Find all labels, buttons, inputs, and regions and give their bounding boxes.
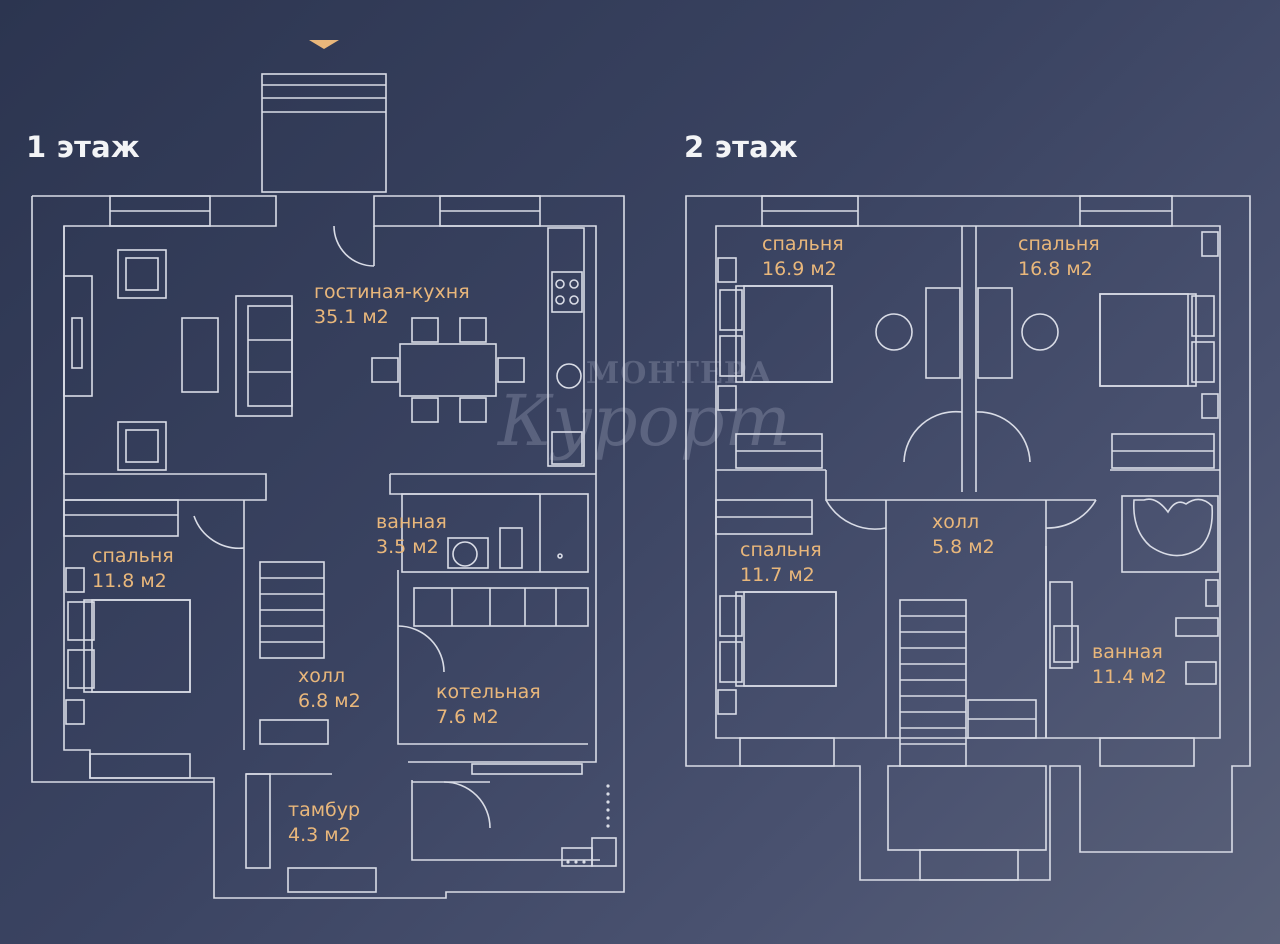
room-bathroom-2-label: ванная 11.4 м2 xyxy=(1092,640,1167,690)
room-name: гостиная-кухня xyxy=(314,281,470,303)
room-area: 6.8 м2 xyxy=(298,690,361,712)
room-area: 11.7 м2 xyxy=(740,564,815,586)
floor-1-title: 1 этаж xyxy=(26,130,140,164)
room-bedroom-2a-label: спальня 16.9 м2 xyxy=(762,232,844,282)
room-area: 7.6 м2 xyxy=(436,706,499,728)
room-name: ванная xyxy=(1092,641,1163,663)
room-bathroom-1-label: ванная 3.5 м2 xyxy=(376,510,447,560)
room-area: 35.1 м2 xyxy=(314,306,389,328)
floor-2-title: 2 этаж xyxy=(684,130,798,164)
floor-1-plan xyxy=(31,73,625,899)
room-area: 4.3 м2 xyxy=(288,824,351,846)
room-area: 16.8 м2 xyxy=(1018,258,1093,280)
room-name: спальня xyxy=(762,233,844,255)
room-name: ванная xyxy=(376,511,447,533)
room-boiler-label: котельная 7.6 м2 xyxy=(436,680,541,730)
room-name: тамбур xyxy=(288,799,361,821)
room-hall-2-label: холл 5.8 м2 xyxy=(932,510,995,560)
room-name: спальня xyxy=(1018,233,1100,255)
room-area: 16.9 м2 xyxy=(762,258,837,280)
room-bedroom-2c-label: спальня 11.7 м2 xyxy=(740,538,822,588)
room-vestibule-label: тамбур 4.3 м2 xyxy=(288,798,360,848)
room-name: спальня xyxy=(740,539,822,561)
room-bedroom-2b-label: спальня 16.8 м2 xyxy=(1018,232,1100,282)
room-area: 11.8 м2 xyxy=(92,570,167,592)
room-hall-1-label: холл 6.8 м2 xyxy=(298,664,361,714)
room-living-kitchen-label: гостиная-кухня 35.1 м2 xyxy=(314,280,470,330)
room-bedroom-1-label: спальня 11.8 м2 xyxy=(92,544,174,594)
room-name: котельная xyxy=(436,681,541,703)
watermark-line-1: МОНТЕРА xyxy=(586,356,773,391)
room-name: холл xyxy=(932,511,980,533)
room-name: холл xyxy=(298,665,346,687)
watermark-line-2: Курорт xyxy=(498,380,791,462)
room-name: спальня xyxy=(92,545,174,567)
floor-2-plan xyxy=(685,195,1251,881)
room-area: 5.8 м2 xyxy=(932,536,995,558)
room-area: 11.4 м2 xyxy=(1092,666,1167,688)
entrance-arrow-icon xyxy=(309,40,339,49)
room-area: 3.5 м2 xyxy=(376,536,439,558)
